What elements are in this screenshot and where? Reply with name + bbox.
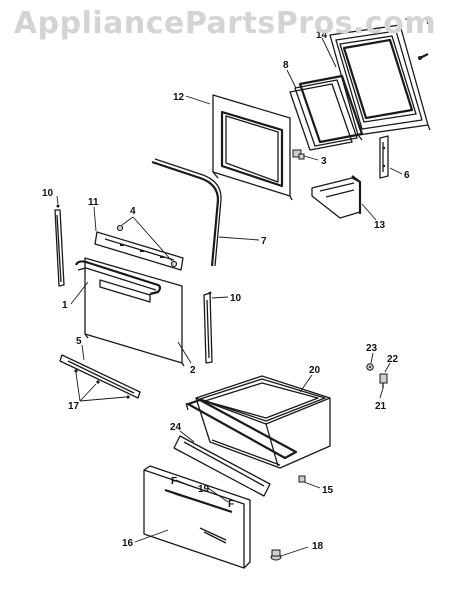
callout-3: 3 — [321, 156, 327, 167]
svg-text:F: F — [171, 476, 177, 487]
callout-24: 24 — [170, 422, 182, 433]
watermark-logo: AppliancePartsPros.com — [13, 6, 437, 41]
part-foot-18 — [270, 549, 282, 561]
callout-6: 6 — [404, 170, 410, 181]
callout-7: 7 — [261, 236, 267, 247]
svg-text:F: F — [228, 499, 234, 510]
part-drawer-tub — [185, 375, 331, 469]
part-screws-19: F F — [171, 476, 234, 510]
callout-17: 17 — [68, 401, 80, 412]
part-inner-door-liner — [212, 94, 293, 201]
part-screws-17 — [74, 369, 130, 399]
part-outer-door-frame — [329, 24, 431, 141]
part-side-trim-right — [203, 291, 213, 364]
part-clip-3 — [292, 149, 305, 160]
callout-13: 13 — [374, 220, 386, 231]
callout-14: 14 — [316, 30, 328, 41]
part-clip-15 — [298, 475, 306, 483]
callout-4: 4 — [130, 206, 136, 217]
callout-8: 8 — [283, 60, 289, 71]
part-vent-trim — [94, 231, 184, 271]
part-door-gasket — [151, 158, 222, 267]
part-drawer-rail — [173, 435, 271, 497]
callout-5: 5 — [76, 336, 82, 347]
part-screws-4 — [116, 224, 178, 268]
part-hinge-6 — [379, 135, 389, 179]
callout-2: 2 — [190, 365, 196, 376]
callout-20: 20 — [309, 365, 321, 376]
part-bottom-trim — [59, 354, 141, 399]
callout-11: 11 — [88, 197, 99, 208]
callout-19: 19 — [198, 484, 210, 495]
callout-16: 16 — [122, 538, 134, 549]
callout-10-right: 10 — [230, 293, 242, 304]
callout-1: 1 — [62, 300, 68, 311]
part-glass-panels — [289, 74, 364, 151]
leader-lines — [56, 18, 423, 557]
callout-9: 9 — [426, 16, 432, 27]
callout-10-left: 10 — [42, 188, 54, 199]
part-drawer-front — [143, 465, 251, 569]
part-outer-door-panel — [74, 257, 185, 367]
part-fastener-23 — [366, 363, 374, 371]
callout-15: 15 — [322, 485, 334, 496]
part-insulation-13 — [311, 175, 362, 219]
callout-22: 22 — [387, 354, 399, 365]
callout-12: 12 — [173, 92, 185, 103]
part-fastener-22 — [379, 373, 388, 388]
callout-23: 23 — [366, 343, 378, 354]
part-screw-9 — [418, 53, 429, 60]
callout-18: 18 — [312, 541, 324, 552]
callout-labels: 9 14 8 12 3 6 13 7 10 11 4 1 2 10 5 17 2… — [42, 16, 432, 552]
part-side-trim-left — [54, 204, 65, 287]
callout-21: 21 — [375, 401, 387, 412]
